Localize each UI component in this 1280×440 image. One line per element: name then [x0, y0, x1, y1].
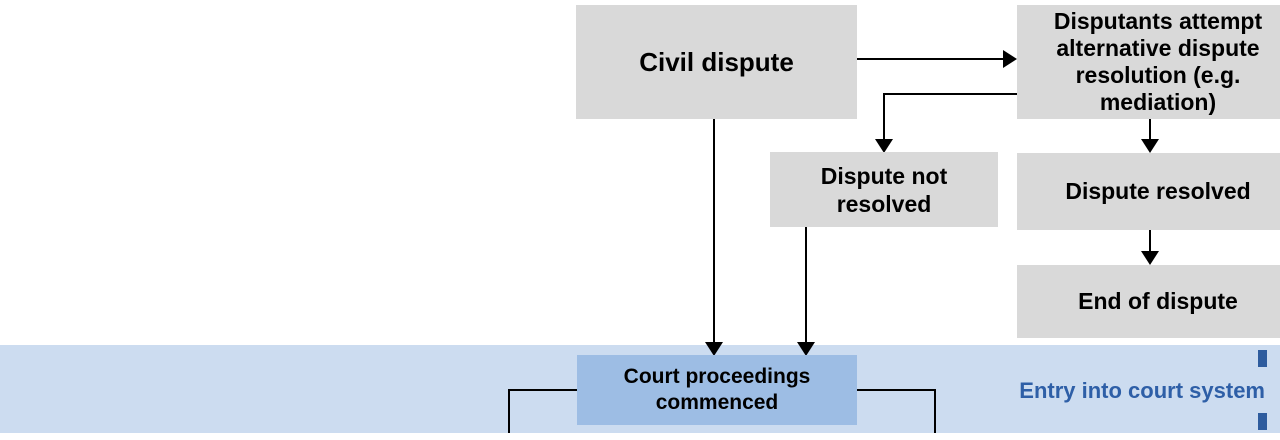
- arrowhead-dispute-not-resolved-to-court: [797, 342, 815, 356]
- box-dispute-resolved-label: Dispute resolved: [1065, 178, 1251, 204]
- arrowhead-adr-to-dispute-resolved: [1141, 139, 1159, 153]
- bracket-right-vertical: [934, 389, 936, 433]
- bracket-left-horizontal: [508, 389, 578, 391]
- box-court-proceedings-commenced-label: Court proceedings commenced: [623, 365, 811, 414]
- bracket-left-vertical: [508, 389, 510, 433]
- box-civil-dispute: Civil dispute: [576, 5, 857, 119]
- band-edge-dash-top: [1258, 350, 1267, 367]
- arrowhead-dispute-resolved-to-end: [1141, 251, 1159, 265]
- box-disputants-attempt-adr: Disputants attempt alternative dispute r…: [1017, 5, 1280, 119]
- box-court-proceedings-commenced: Court proceedings commenced: [577, 355, 857, 425]
- connector-dispute-resolved-to-end: [1149, 230, 1151, 251]
- connector-adr-to-dispute-not-resolved-vertical: [883, 93, 885, 139]
- connector-adr-to-dispute-not-resolved-horizontal: [884, 93, 1018, 95]
- box-civil-dispute-label: Civil dispute: [639, 47, 794, 77]
- band-edge-dash-bottom: [1258, 413, 1267, 430]
- arrowhead-civil-to-court: [705, 342, 723, 356]
- connector-dispute-not-resolved-to-court: [805, 227, 807, 342]
- connector-adr-to-dispute-resolved: [1149, 119, 1151, 139]
- box-dispute-not-resolved: Dispute not resolved: [770, 152, 998, 227]
- box-end-of-dispute-label: End of dispute: [1078, 288, 1238, 314]
- arrowhead-adr-to-dispute-not-resolved: [875, 139, 893, 153]
- box-dispute-not-resolved-label: Dispute not resolved: [820, 162, 948, 217]
- connector-civil-to-court: [713, 119, 715, 342]
- arrowhead-civil-to-adr: [1003, 50, 1017, 68]
- bracket-right-horizontal: [857, 389, 936, 391]
- band-label-entry-into-court-system: Entry into court system: [1019, 378, 1265, 403]
- connector-civil-to-adr: [857, 58, 1003, 60]
- box-disputants-attempt-adr-label: Disputants attempt alternative dispute r…: [1053, 8, 1263, 115]
- box-dispute-resolved: Dispute resolved: [1017, 153, 1280, 230]
- box-end-of-dispute: End of dispute: [1017, 265, 1280, 338]
